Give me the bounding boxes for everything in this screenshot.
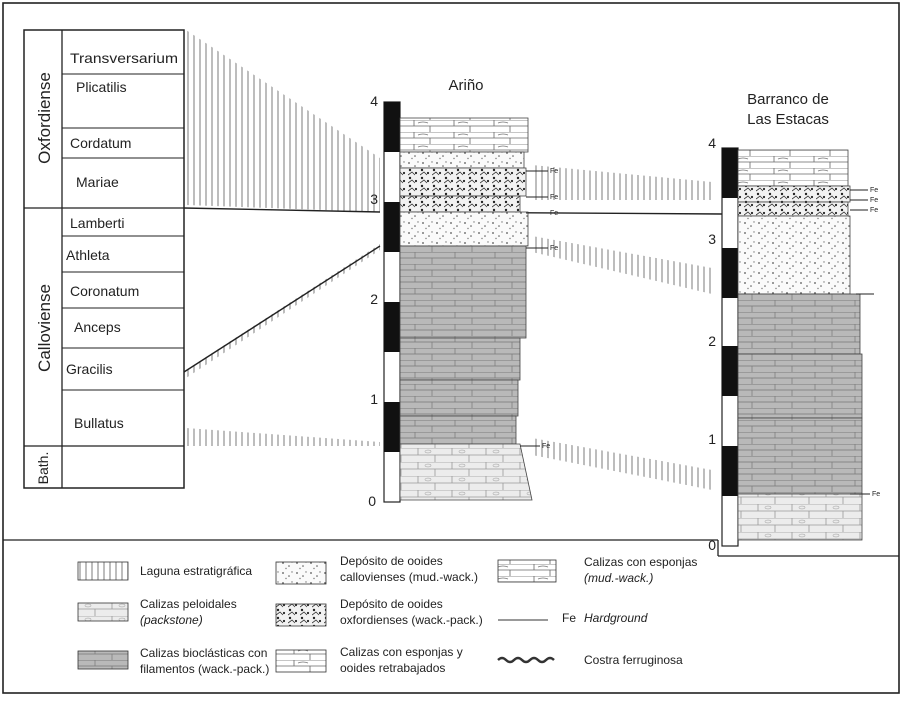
arino-tick-3: 3 bbox=[370, 191, 378, 207]
legend-hardground: Hardground bbox=[584, 611, 648, 625]
legend-swatch-ooides-callovienses bbox=[275, 561, 327, 585]
chrono-table: Oxfordiense Calloviense Bath. Transversa… bbox=[23, 29, 185, 489]
legend-esponjas: Calizas con esponjas bbox=[584, 555, 697, 569]
barranco-fe-2: Fe bbox=[870, 197, 878, 204]
legend: Laguna estratigráfica Calizas peloidales… bbox=[3, 539, 899, 676]
legend-swatch-esponjas bbox=[497, 559, 557, 583]
legend-ooides-callovienses-2: callovienses (mud.-wack.) bbox=[340, 570, 478, 584]
legend-ooides-oxfordienses-2: oxfordienses (wack.-pack.) bbox=[340, 613, 483, 627]
legend-esponjas-ooides: Calizas con esponjas y bbox=[340, 645, 463, 659]
legend-peloidales: Calizas peloidales bbox=[140, 597, 237, 611]
zone-cordatum: Cordatum bbox=[70, 135, 131, 151]
column-barranco: Barranco de Las Estacas 0 1 2 3 4 Fe Fe … bbox=[708, 91, 880, 553]
gap-band-oxfordian bbox=[186, 30, 380, 212]
gap-band-lower bbox=[532, 438, 712, 490]
arino-tick-1: 1 bbox=[370, 391, 378, 407]
barranco-fe-3: Fe bbox=[870, 207, 878, 214]
barranco-fe-1: Fe bbox=[870, 187, 878, 194]
zone-coronatum: Coronatum bbox=[70, 283, 139, 299]
arino-fe-2: Fe bbox=[550, 194, 558, 201]
column-arino: Ariño 0 1 2 3 4 Fe Fe Fe Fe bbox=[368, 77, 558, 509]
legend-bioclasticas-2: filamentos (wack.-pack.) bbox=[140, 662, 269, 676]
legend-ooides-oxfordienses: Depósito de ooides bbox=[340, 597, 443, 611]
legend-swatch-laguna bbox=[77, 561, 129, 581]
legend-hardground-fe: Fe bbox=[562, 611, 576, 625]
zone-gracilis: Gracilis bbox=[66, 361, 113, 377]
zone-athleta: Athleta bbox=[66, 247, 110, 263]
legend-swatch-bioclasticas bbox=[77, 650, 129, 670]
legend-swatch-ooides-oxfordienses bbox=[275, 603, 327, 627]
arino-tick-0: 0 bbox=[368, 493, 376, 509]
barranco-tick-4: 4 bbox=[708, 135, 716, 151]
legend-swatch-esponjas-ooides bbox=[275, 649, 327, 673]
arino-title: Ariño bbox=[448, 77, 483, 94]
arino-tick-4: 4 bbox=[370, 93, 378, 109]
barranco-tick-0: 0 bbox=[708, 537, 716, 553]
legend-laguna: Laguna estratigráfica bbox=[140, 564, 252, 578]
arino-fe-3: Fe bbox=[550, 210, 558, 217]
legend-swatch-costra bbox=[497, 656, 555, 664]
legend-peloidales-2: (packstone) bbox=[140, 613, 203, 627]
zone-anceps: Anceps bbox=[74, 319, 121, 335]
barranco-fe-4: Fe bbox=[872, 491, 880, 498]
legend-esponjas-ooides-2: ooides retrabajados bbox=[340, 661, 445, 675]
zone-lamberti: Lamberti bbox=[70, 215, 124, 231]
zone-bullatus: Bullatus bbox=[74, 415, 124, 431]
legend-swatch-peloidales bbox=[77, 602, 129, 622]
stage-calloviense: Calloviense bbox=[35, 284, 54, 372]
arino-fe-5: Fe bbox=[542, 443, 550, 450]
legend-bioclasticas: Calizas bioclásticas con bbox=[140, 646, 267, 660]
zone-plicatilis: Plicatilis bbox=[76, 79, 127, 95]
arino-tick-2: 2 bbox=[370, 291, 378, 307]
barranco-title-2: Las Estacas bbox=[747, 111, 829, 128]
barranco-tick-1: 1 bbox=[708, 431, 716, 447]
barranco-tick-3: 3 bbox=[708, 231, 716, 247]
gap-band-middle bbox=[532, 236, 712, 294]
zone-transversarium: Transversarium bbox=[70, 50, 178, 66]
stage-oxfordiense: Oxfordiense bbox=[35, 72, 54, 164]
gap-band-bathonian bbox=[186, 428, 380, 446]
arino-fe-4: Fe bbox=[550, 245, 558, 252]
legend-esponjas-2: (mud.-wack.) bbox=[584, 571, 653, 585]
stage-bathonian: Bath. bbox=[35, 452, 51, 485]
barranco-tick-2: 2 bbox=[708, 333, 716, 349]
zone-mariae: Mariae bbox=[76, 174, 119, 190]
legend-ooides-callovienses: Depósito de ooides bbox=[340, 554, 443, 568]
arino-fe-1: Fe bbox=[550, 168, 558, 175]
chrono-table-frame bbox=[23, 29, 185, 489]
barranco-title-1: Barranco de bbox=[747, 91, 829, 108]
legend-costra: Costra ferruginosa bbox=[584, 653, 683, 667]
gap-band-upper bbox=[532, 165, 712, 200]
